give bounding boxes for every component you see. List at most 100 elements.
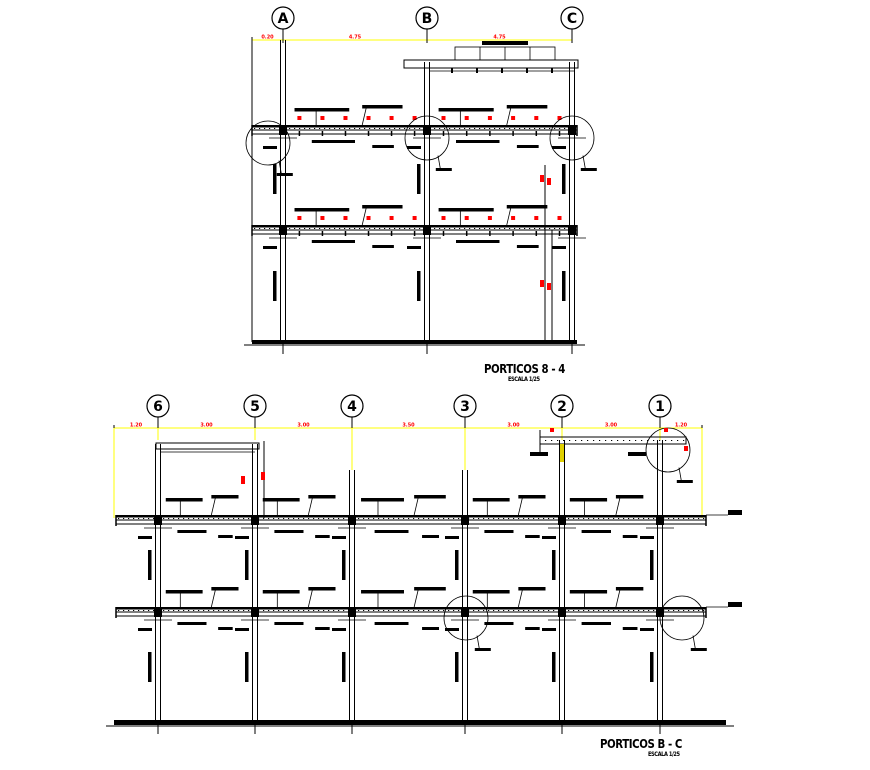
slab-hatch xyxy=(334,228,336,229)
slab-hatch xyxy=(289,128,291,129)
slab-hatch xyxy=(389,228,391,229)
stirrup-label-bar xyxy=(274,530,304,533)
slab-hatch xyxy=(339,228,341,229)
rebar-leader xyxy=(615,589,621,608)
slab-hatch xyxy=(665,440,667,441)
slab-hatch xyxy=(678,610,680,611)
slab-hatch xyxy=(581,440,583,441)
slab-hatch xyxy=(549,128,551,129)
grid-axis-label: 3 xyxy=(460,399,470,415)
slab-hatch xyxy=(343,518,345,519)
slab-hatch xyxy=(153,518,155,519)
slab-hatch xyxy=(228,610,230,611)
slab-hatch xyxy=(123,518,125,519)
rebar-leader xyxy=(413,589,419,608)
slab-hatch xyxy=(329,128,331,129)
beam-column-joint xyxy=(656,607,664,617)
column-rebar-label xyxy=(273,271,277,301)
roof-canopy-beam xyxy=(403,59,579,69)
bottom-drawing-title: PORTICOS B - C xyxy=(600,737,682,751)
slab-hatch xyxy=(344,228,346,229)
slab-hatch xyxy=(243,518,245,519)
slab-hatch xyxy=(578,518,580,519)
slab-hatch xyxy=(504,128,506,129)
slab-top xyxy=(252,225,577,228)
slab-hatch xyxy=(188,610,190,611)
slab-hatch xyxy=(605,440,607,441)
slab-hatch xyxy=(499,228,501,229)
slab-hatch xyxy=(418,610,420,611)
detail-callout-leader xyxy=(582,155,586,169)
slab-hatch xyxy=(683,440,685,441)
slab-hatch xyxy=(564,228,566,229)
slab-hatch xyxy=(653,440,655,441)
slab-hatch xyxy=(354,128,356,129)
slab-hatch xyxy=(514,228,516,229)
beam-column-joint xyxy=(558,515,566,525)
slab-hatch xyxy=(569,440,571,441)
rebar-label-bar xyxy=(472,498,510,502)
slab-hatch xyxy=(133,610,135,611)
slab-hatch xyxy=(643,518,645,519)
slab-hatch xyxy=(524,228,526,229)
rebar-label-bar xyxy=(506,105,548,109)
slab-hatch xyxy=(268,610,270,611)
slab-hatch xyxy=(183,518,185,519)
slab-hatch xyxy=(458,610,460,611)
slab-hatch xyxy=(618,610,620,611)
slab-hatch xyxy=(288,518,290,519)
dimension-value: 3.50 xyxy=(402,423,415,429)
slab-hatch xyxy=(593,518,595,519)
slab-hatch xyxy=(673,518,675,519)
slab-hatch xyxy=(514,128,516,129)
slab-hatch xyxy=(449,128,451,129)
slab-hatch xyxy=(198,610,200,611)
slab-hatch xyxy=(419,128,421,129)
slab-hatch xyxy=(473,610,475,611)
slab-hatch xyxy=(534,128,536,129)
slab-hatch xyxy=(373,610,375,611)
slab-hatch xyxy=(358,518,360,519)
slab-hatch xyxy=(138,610,140,611)
rebar-label-bar xyxy=(615,587,644,591)
slab-hatch xyxy=(404,128,406,129)
slab-hatch xyxy=(293,518,295,519)
slab-hatch xyxy=(559,128,561,129)
slab-hatch xyxy=(523,610,525,611)
slab-hatch xyxy=(544,128,546,129)
slab-hatch xyxy=(294,228,296,229)
canopy-label-bar xyxy=(628,452,646,456)
slab-hatch xyxy=(334,128,336,129)
slab-hatch xyxy=(398,518,400,519)
slab-hatch xyxy=(518,518,520,519)
slab-hatch xyxy=(528,610,530,611)
stirrup-label-bar xyxy=(218,627,233,630)
rebar-label-bar xyxy=(361,498,404,502)
dimension-value: 3.00 xyxy=(507,423,520,429)
slab-hatch xyxy=(303,610,305,611)
slab-hatch xyxy=(464,228,466,229)
slab-hatch xyxy=(433,610,435,611)
detail-callout-leader xyxy=(278,160,282,174)
slab-hatch xyxy=(223,518,225,519)
slab-hatch xyxy=(683,610,685,611)
slab-hatch xyxy=(254,128,256,129)
slab-hatch xyxy=(413,518,415,519)
slab-hatch xyxy=(389,128,391,129)
dimension-value: 3.00 xyxy=(605,423,618,429)
slab-hatch xyxy=(433,518,435,519)
slab-hatch xyxy=(269,128,271,129)
slab-hatch xyxy=(163,610,165,611)
column-rebar-label xyxy=(148,652,152,682)
slab-hatch xyxy=(293,610,295,611)
slab-hatch xyxy=(398,610,400,611)
slab-hatch xyxy=(349,228,351,229)
slab-hatch xyxy=(598,610,600,611)
penthouse-beam xyxy=(155,442,260,450)
stirrup-label-bar xyxy=(374,530,409,533)
rebar-leader xyxy=(517,589,523,608)
beam-column-joint xyxy=(461,607,469,617)
slab-hatch xyxy=(273,518,275,519)
slab-hatch xyxy=(498,518,500,519)
